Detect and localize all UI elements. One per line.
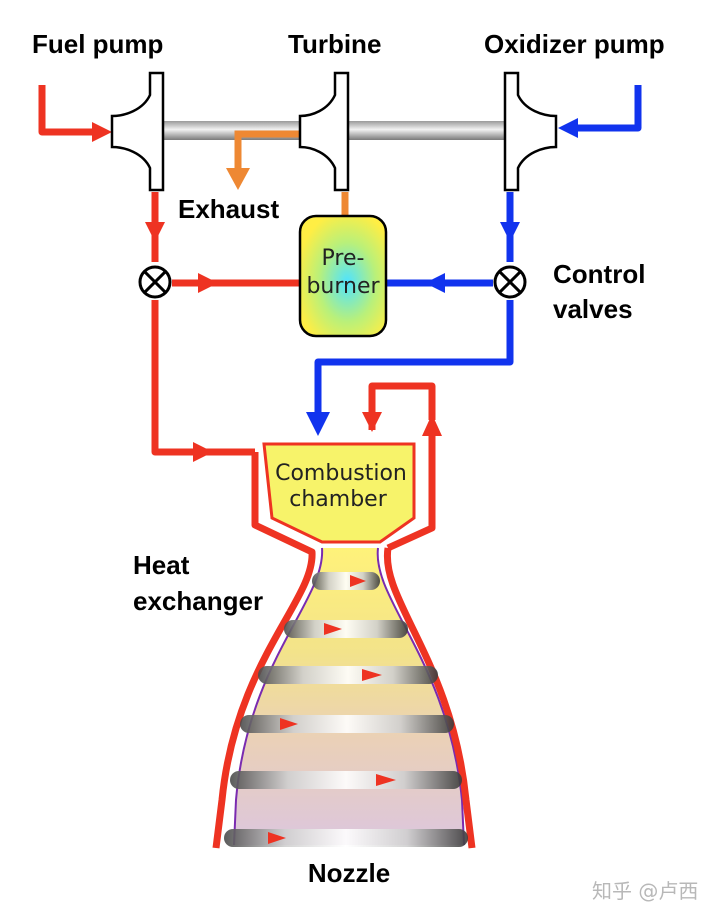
combustion-chamber-label-line2: chamber <box>289 487 387 512</box>
preburner <box>298 214 388 338</box>
turbine-label: Turbine <box>288 29 381 59</box>
coil-band <box>224 829 468 847</box>
oxidizer-arrowheads <box>306 118 578 436</box>
coil-band <box>230 771 462 789</box>
combustion-chamber <box>262 442 416 544</box>
preburner-label-line1: Pre- <box>322 246 365 271</box>
turbine-rotor <box>298 71 350 192</box>
coil-band <box>240 715 454 733</box>
coil-band <box>312 572 380 590</box>
cooling-loop-arrowheads <box>362 412 442 436</box>
coil-band <box>258 666 438 684</box>
exhaust-label: Exhaust <box>178 194 279 224</box>
fuel-arrowheads <box>92 122 218 462</box>
control-valves-label-line1: Control <box>553 259 645 289</box>
fuel-control-valve <box>138 265 172 299</box>
fuel-pump-label: Fuel pump <box>32 29 163 59</box>
coil-band <box>284 620 408 638</box>
heat-exchanger-label-line2: exchanger <box>133 586 263 616</box>
coil-flow-arrows <box>268 575 396 844</box>
nozzle-interior <box>234 548 464 845</box>
exhaust-arrowhead <box>226 168 250 190</box>
exhaust-line <box>234 130 349 215</box>
heat-exchanger-jacket <box>212 452 476 849</box>
oxidizer-pump-label: Oxidizer pump <box>484 29 665 59</box>
watermark: 知乎 @卢西 <box>592 879 698 903</box>
preburner-label-line2: burner <box>306 274 380 299</box>
heat-exchanger-label-line1: Heat <box>133 550 190 580</box>
nozzle-inner-wall <box>233 547 465 846</box>
heat-exchanger-coils <box>224 572 468 847</box>
fuel-pump-impeller <box>110 71 165 192</box>
oxidizer-control-valve <box>493 265 527 299</box>
nozzle-label: Nozzle <box>308 858 390 888</box>
oxidizer-pump-impeller <box>503 71 558 192</box>
cooling-loop <box>368 382 436 552</box>
control-valves-label-line2: valves <box>553 294 633 324</box>
fuel-lines <box>38 85 300 456</box>
combustion-chamber-label-line1: Combustion <box>275 461 407 486</box>
